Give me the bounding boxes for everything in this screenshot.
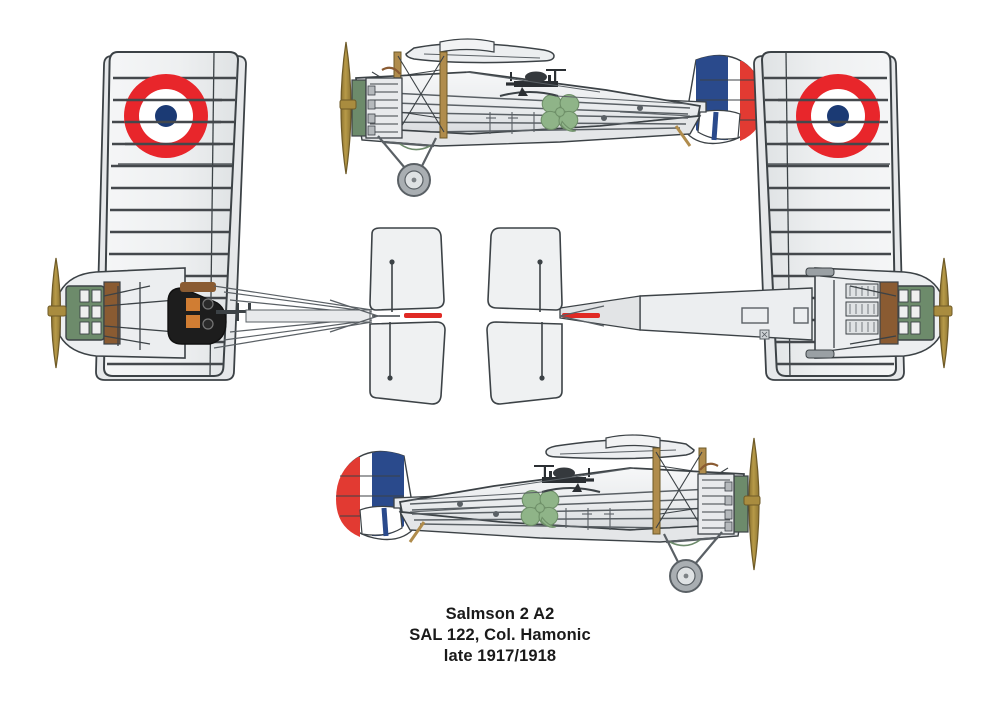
roundel-lower-wing-right <box>796 74 880 158</box>
cockpit-pod-left <box>167 282 252 345</box>
radial-engine-right <box>845 281 935 345</box>
landing-gear-lower <box>663 531 723 593</box>
caption-aircraft-name: Salmson 2 A2 <box>445 605 555 623</box>
tailplane-right <box>486 227 605 405</box>
view-bottom-plan-right <box>486 51 953 405</box>
lewis-gun-upper <box>499 69 566 97</box>
caption-unit-pilot: SAL 122, Col. Hamonic <box>409 626 591 644</box>
tailplane-left <box>329 227 446 405</box>
landing-gear-upper <box>377 135 437 197</box>
engine-nose-lower <box>697 462 749 535</box>
view-side-profile-upper <box>339 38 764 197</box>
access-panels-right <box>741 307 809 340</box>
tail-red-stripe <box>404 313 442 318</box>
view-top-plan-left <box>47 51 446 405</box>
propeller-right <box>933 257 953 369</box>
view-side-profile-lower <box>336 434 761 593</box>
propeller-lower <box>743 437 761 571</box>
engine-block-left <box>65 281 121 345</box>
lewis-gun-lower <box>534 465 601 493</box>
caption-period: late 1917/1918 <box>443 647 557 665</box>
propeller-left <box>47 257 67 369</box>
tail-red-stripe-right <box>562 313 600 318</box>
propeller-upper <box>339 41 357 175</box>
caption-block: Salmson 2 A2 SAL 122, Col. Hamonic late … <box>0 604 1000 667</box>
roundel-upper-wing-left <box>124 74 208 158</box>
